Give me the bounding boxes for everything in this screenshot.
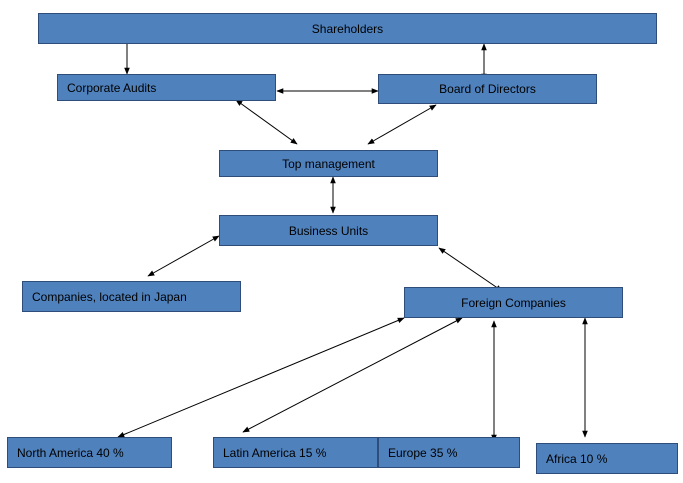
foreign-companies-box[interactable]: Foreign Companies xyxy=(404,287,623,318)
africa-box[interactable]: Africa 10 % xyxy=(536,443,678,474)
companies-japan-box[interactable]: Companies, located in Japan xyxy=(22,281,241,312)
latin-america-box[interactable]: Latin America 15 % xyxy=(213,437,378,468)
north-america-label: North America 40 % xyxy=(17,445,124,460)
corporate-audits-label: Corporate Audits xyxy=(67,80,157,95)
business-units-label: Business Units xyxy=(288,223,369,238)
north-america-box[interactable]: North America 40 % xyxy=(7,437,172,468)
companies-japan-label: Companies, located in Japan xyxy=(32,289,187,304)
top-management-label: Top management xyxy=(282,156,375,171)
connector-arrow-board-of-directors-to-top-management xyxy=(367,104,437,145)
africa-label: Africa 10 % xyxy=(546,451,608,466)
latin-america-label: Latin America 15 % xyxy=(223,445,327,460)
connector-arrow-foreign-companies-to-north-america xyxy=(117,317,405,438)
connector-arrow-business-units-to-companies-japan xyxy=(147,235,220,277)
connector-arrow-foreign-companies-to-latin-america xyxy=(242,317,463,433)
connector-arrow-corporate-audits-to-top-management xyxy=(235,99,298,145)
corporate-audits-box[interactable]: Corporate Audits xyxy=(57,74,276,101)
board-of-directors-label: Board of Directors xyxy=(439,82,536,96)
board-of-directors-box[interactable]: Board of Directors xyxy=(378,74,597,104)
top-management-box[interactable]: Top management xyxy=(219,150,438,177)
foreign-companies-label: Foreign Companies xyxy=(461,295,566,310)
europe-label: Europe 35 % xyxy=(388,445,458,460)
shareholders-label: Shareholders xyxy=(311,21,384,36)
shareholders-box[interactable]: Shareholders xyxy=(38,13,657,44)
business-units-box[interactable]: Business Units xyxy=(219,215,438,246)
europe-box[interactable]: Europe 35 % xyxy=(378,437,520,468)
connector-arrow-business-units-to-foreign-companies xyxy=(438,247,503,292)
